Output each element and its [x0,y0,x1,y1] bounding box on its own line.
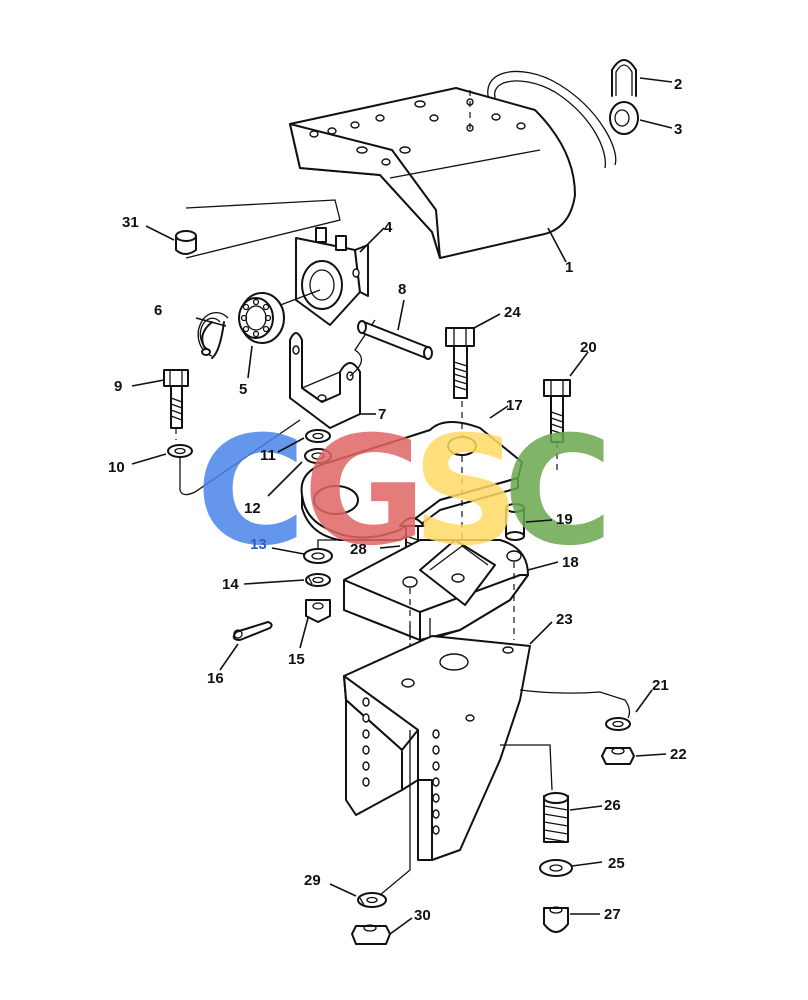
callout-21: 21 [652,677,669,694]
callout-13: 13 [250,536,267,553]
part-13-washer [303,548,333,564]
cable-assembly [487,70,617,169]
callout-1: 1 [565,259,573,276]
leader-lines [131,77,673,935]
part-25-washer [539,859,573,877]
callout-24: 24 [504,304,521,321]
callout-labels: 1 2 3 4 5 6 7 8 9 10 11 12 13 14 15 16 1… [108,76,687,924]
part-26-spring [543,792,569,843]
part-31-spacer [175,199,341,259]
watermark-letter-c-2: C [503,405,613,579]
callout-28: 28 [350,541,367,558]
callout-8: 8 [398,281,406,298]
part-6-snap-ring [197,311,229,359]
callout-19: 19 [556,511,573,528]
callout-16: 16 [207,670,224,687]
callout-7: 7 [378,406,386,423]
part-24-bolt [445,327,475,399]
callout-20: 20 [580,339,597,356]
part-4-bearing-housing [261,227,369,326]
callout-30: 30 [414,907,431,924]
callout-4: 4 [384,219,393,236]
part-8-pin [357,320,433,360]
callout-14: 14 [222,576,239,593]
part-27-acorn-nut [543,906,569,933]
part-20-bolt [543,379,571,470]
watermark-letter-g: G [303,405,426,579]
callout-17: 17 [506,397,523,414]
callout-23: 23 [556,611,573,628]
callout-6: 6 [154,302,162,319]
part-18-swivel-base [317,539,529,680]
callout-25: 25 [608,855,625,872]
part-19-sleeve [505,503,525,541]
part-7-clevis-bracket [289,319,376,429]
callout-10: 10 [108,459,125,476]
callout-11: 11 [260,447,276,464]
callout-22: 22 [670,746,687,763]
part-3-clamp [609,101,639,135]
part-5-ball-bearing [238,292,285,344]
part-29-lockwasher [357,892,387,908]
part-10-washer [167,419,301,496]
part-22-nut [601,747,635,765]
callout-18: 18 [562,554,579,571]
watermark-letter-c: C [196,405,306,579]
part-16-cotter-pin [232,621,273,641]
callout-2: 2 [674,76,682,93]
part-21-lockwasher [605,717,631,731]
part-1-base-plate [289,87,576,259]
part-11-washer [305,429,331,443]
callout-26: 26 [604,797,621,814]
callout-3: 3 [674,121,682,138]
callout-27: 27 [604,906,621,923]
part-12-washer [304,448,332,464]
part-14-lockwasher [305,573,331,587]
part-30-nut [351,924,391,945]
watermark-letter-s: S [412,405,520,579]
part-23-mounting-bracket [343,635,631,896]
callout-9: 9 [114,378,122,395]
part-9-bolt [163,369,189,440]
part-2-u-bolt [611,59,637,97]
callout-5: 5 [239,381,247,398]
part-17-swivel-plate [300,390,523,560]
cgsc-watermark-logo: C G S C [196,405,613,579]
callout-29: 29 [304,872,321,889]
callout-31: 31 [122,214,139,231]
part-15-castle-nut [305,599,331,623]
callout-12: 12 [244,500,261,517]
callout-15: 15 [288,651,305,668]
